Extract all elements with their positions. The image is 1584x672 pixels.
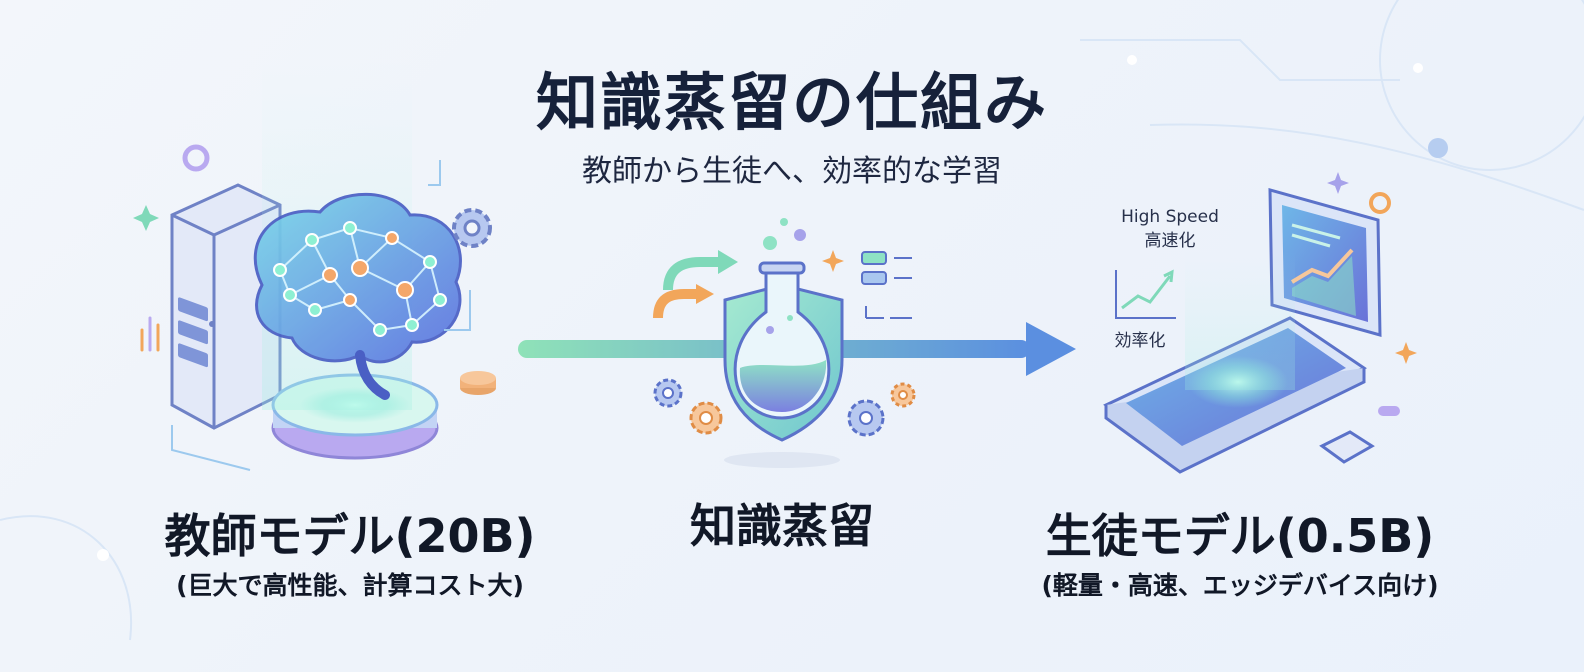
- student-model-description: (軽量・高速、エッジデバイス向け): [1041, 571, 1439, 600]
- gear-icon: [689, 401, 723, 435]
- sparkle-icon: [1395, 342, 1417, 364]
- growth-chart-icon: [1115, 269, 1176, 319]
- sparkle-icon: [133, 205, 159, 231]
- pill-icon: [1378, 406, 1400, 416]
- sparkle-icon: [822, 250, 844, 272]
- circuit-lines: [171, 160, 471, 471]
- gear-icon: [890, 382, 916, 408]
- page-subtitle: 教師から生徒へ、効率的な学習: [582, 154, 1002, 189]
- distillation-illustration: [653, 218, 916, 468]
- teacher-illustration: [133, 60, 496, 471]
- gear-icon: [653, 378, 683, 408]
- speed-label-ja: 高速化: [1144, 231, 1196, 251]
- shadow: [724, 452, 840, 468]
- flask-icon: [733, 261, 831, 420]
- teacher-model-description: (巨大で高性能、計算コスト大): [176, 571, 524, 600]
- gear-icon: [452, 208, 492, 248]
- decor-dot: [97, 549, 109, 561]
- process-name: 知識蒸留: [690, 499, 874, 553]
- gear-icon: [847, 399, 885, 437]
- speed-label-en: High Speed: [1121, 207, 1219, 227]
- student-illustration: [1103, 172, 1417, 474]
- page-title: 知識蒸留の仕組み: [535, 66, 1048, 139]
- decor-dot: [1428, 138, 1448, 158]
- coin-icon: [460, 371, 496, 395]
- brain-icon: [253, 192, 462, 400]
- ring-icon: [182, 144, 210, 172]
- student-model-name: 生徒モデル(0.5B): [1045, 509, 1435, 563]
- flow-arrow-icon: [653, 289, 698, 319]
- light-beam: [1185, 250, 1295, 390]
- efficiency-label: 効率化: [1114, 331, 1166, 351]
- mouse-icon: [1319, 430, 1375, 464]
- decor-dot: [1127, 55, 1137, 65]
- teacher-model-name: 教師モデル(20B): [164, 509, 536, 563]
- background-curves: [0, 0, 1584, 641]
- decor-dot: [1413, 63, 1423, 73]
- ring-icon: [1369, 192, 1391, 214]
- monitor-icon: [1268, 188, 1382, 337]
- process-list-icon: [861, 251, 912, 319]
- flow-arrow-icon: [663, 257, 720, 291]
- bar-chart-icon: [140, 316, 160, 352]
- sparkle-icon: [1327, 172, 1349, 194]
